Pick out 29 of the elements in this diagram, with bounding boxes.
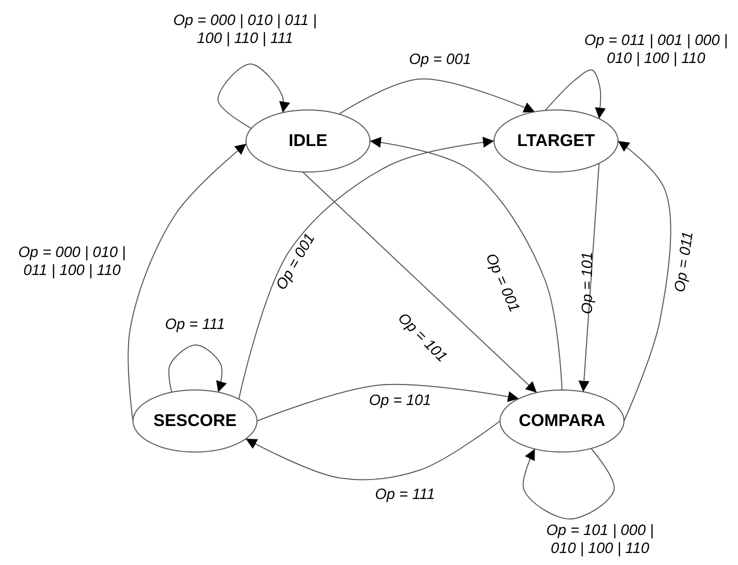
transition-arrow — [245, 420, 500, 480]
transition-arrow — [578, 162, 600, 392]
transition-arrow — [168, 344, 227, 393]
transition-arrow — [338, 78, 536, 115]
edge-label: Op = 000 | 010 | 011 | 100 | 110 | 111 — [172, 12, 318, 48]
edge-label: Op = 011 | 001 | 000 | 010 | 100 | 110 — [583, 32, 729, 68]
edge-label: Op = 111 — [375, 486, 435, 504]
transition-arrow — [370, 136, 562, 390]
transition-arrow — [522, 448, 615, 520]
edge-label: Op = 101 — [394, 310, 450, 366]
edge-label: Op = 000 | 010 | 011 | 100 | 110 — [17, 244, 127, 280]
edge-label: Op = 101 — [579, 252, 598, 314]
transition-arrow — [218, 64, 290, 129]
edge-label: Op = 001 — [272, 230, 320, 294]
edge-label: Op = 011 — [670, 230, 698, 294]
transition-arrow — [544, 69, 606, 120]
edge-label: Op = 111 — [165, 316, 225, 334]
edge-label: Op = 101 — [369, 392, 432, 410]
state-name: LTARGET — [517, 131, 595, 151]
transition-arrow — [238, 136, 494, 400]
transition-arrow — [256, 384, 520, 422]
edge-label: Op = 101 | 000 | 010 | 100 | 110 — [545, 522, 655, 558]
transition-arrow — [618, 140, 672, 422]
state-name: COMPARA — [518, 411, 606, 431]
transition-arrow — [302, 171, 538, 394]
edge-label: Op = 001 — [409, 51, 472, 69]
state-name: SESCORE — [153, 411, 237, 431]
edge-label: Op = 001 — [481, 250, 523, 316]
state-name: IDLE — [288, 131, 328, 151]
